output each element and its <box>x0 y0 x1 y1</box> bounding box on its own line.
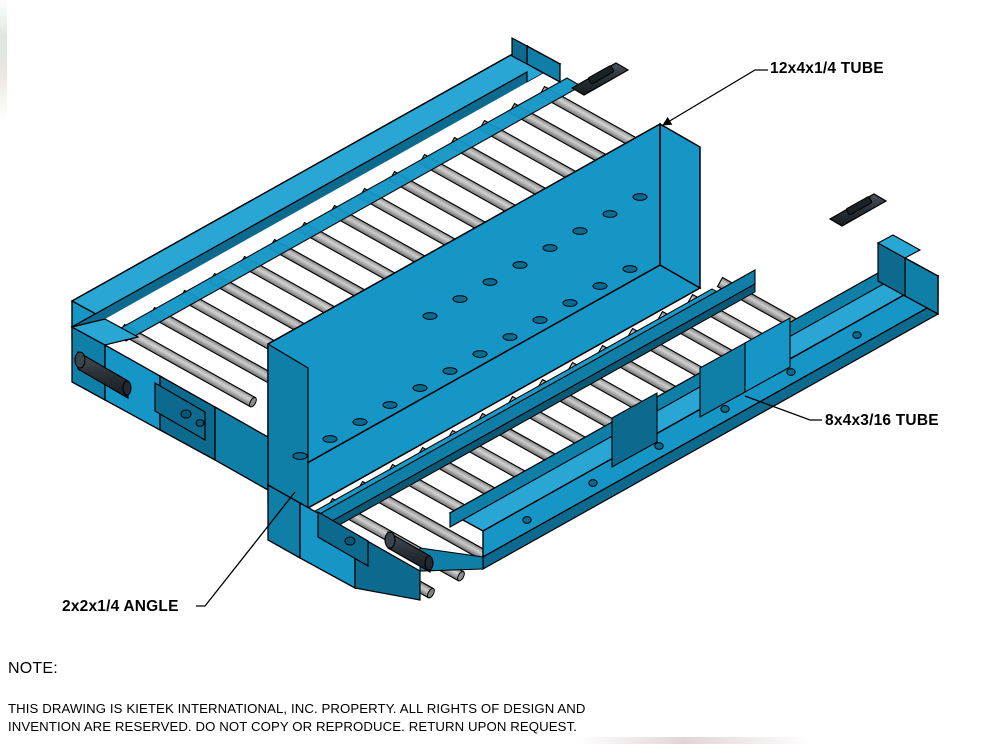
bottom-mount-bracket <box>317 510 369 568</box>
bottom-end-frame <box>267 483 484 601</box>
top-end-cap <box>511 37 561 84</box>
note-line-1: THIS DRAWING IS KIETEK INTERNATIONAL, IN… <box>8 701 586 716</box>
left-mount-bracket <box>154 381 206 442</box>
left-corner-hardware <box>74 350 132 400</box>
leader-angle <box>196 491 296 607</box>
center-cross-tube-12x4 <box>266 122 702 527</box>
underframe-angle-2x2 <box>299 269 791 548</box>
callout-label-8x4-tube: 8x4x3/16 TUBE <box>825 412 939 429</box>
note-block: NOTE: THIS DRAWING IS KIETEK INTERNATION… <box>8 660 608 735</box>
cross-tube-bolt-holes <box>292 265 638 460</box>
right-end-cap <box>876 234 939 316</box>
note-title: NOTE: <box>8 660 58 677</box>
leader-12x4 <box>662 69 768 126</box>
right-rail-bolts <box>522 331 862 524</box>
right-side-rail-8x4-tube <box>448 257 940 571</box>
right-end-hardware <box>828 193 888 227</box>
note-line-2: INVENTION ARE RESERVED. DO NOT COPY OR R… <box>8 718 578 734</box>
callout-label-2x2-angle: 2x2x1/4 ANGLE <box>62 598 179 615</box>
leader-8x4 <box>744 395 822 421</box>
top-end-hardware <box>570 62 630 96</box>
conveyor-assembly <box>70 37 940 601</box>
leader-lines <box>196 69 822 607</box>
callout-label-12x4-tube: 12x4x1/4 TUBE <box>770 60 884 77</box>
cross-tube-bolt-holes-far <box>422 193 648 320</box>
bottom-corner-hardware <box>384 530 434 574</box>
